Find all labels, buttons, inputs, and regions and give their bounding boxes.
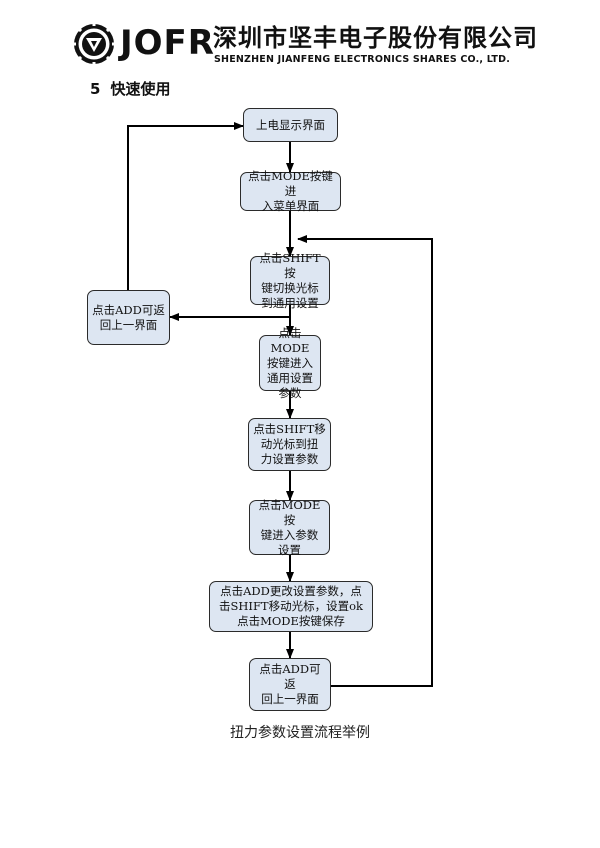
section-title-text: 快速使用 bbox=[110, 80, 171, 98]
flow-node-add-change-save: 点击ADD更改设置参数，点 击SHIFT移动光标，设置ok 点击MODE按键保存 bbox=[209, 581, 373, 632]
flow-node-add-return-left: 点击ADD可返 回上一界面 bbox=[87, 290, 170, 345]
arrow-n8-n1 bbox=[127, 122, 244, 290]
flow-node-power-on-display: 上电显示界面 bbox=[243, 108, 338, 142]
section-title: 5 快速使用 bbox=[90, 78, 170, 99]
flow-node-mode-menu: 点击MODE按键进 入菜单界面 bbox=[240, 169, 341, 213]
company-name-en: SHENZHEN JIANFENG ELECTRONICS SHARES CO.… bbox=[214, 54, 511, 65]
arrow-n9-loop bbox=[297, 235, 433, 687]
page-header: JOFR 深圳市坚丰电子股份有限公司 SHENZHEN JIANFENG ELE… bbox=[0, 0, 600, 80]
flow-node-add-return-bottom: 点击ADD可返 回上一界面 bbox=[249, 658, 331, 711]
figure-caption: 扭力参数设置流程举例 bbox=[230, 725, 370, 741]
flow-node-mode-general-params: 点击MODE 按键进入 通用设置 参数 bbox=[259, 326, 321, 400]
company-logo-icon bbox=[73, 23, 115, 65]
flow-node-mode-param-setting: 点击MODE按 键进入参数 设置 bbox=[249, 498, 330, 557]
flow-node-shift-general: 点击SHIFT按 键切换光标 到通用设置 bbox=[250, 251, 330, 310]
logo-text: JOFR bbox=[120, 23, 215, 63]
flow-node-shift-torque: 点击SHIFT移 动光标到扭 力设置参数 bbox=[248, 418, 331, 471]
company-name-cn: 深圳市坚丰电子股份有限公司 bbox=[213, 24, 538, 52]
section-number: 5 bbox=[90, 80, 101, 98]
